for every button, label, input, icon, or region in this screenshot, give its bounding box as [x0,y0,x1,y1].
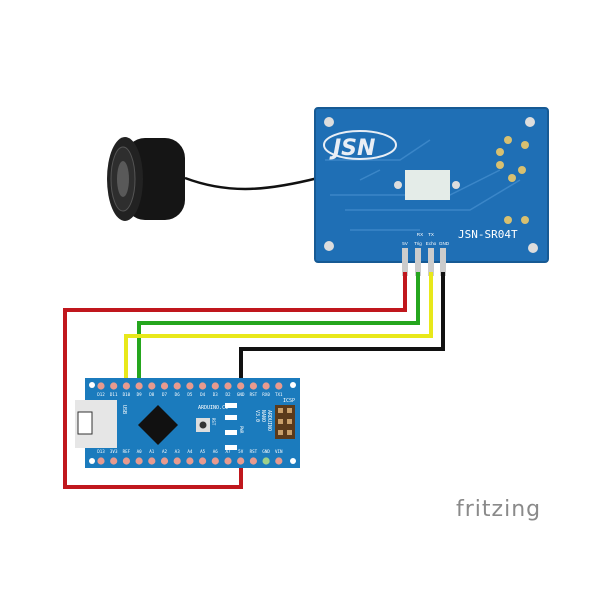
rx-label: RX [417,232,423,237]
pin-b-a1[interactable] [148,457,156,465]
pin-label: TX1 [275,392,283,397]
pin-label: D8 [149,392,155,397]
pin-label: A4 [187,449,193,454]
pin-label: D3 [213,392,219,397]
pin-b-d13[interactable] [97,457,105,465]
usb-label: USB [121,405,127,414]
pin-b-a5[interactable] [199,457,207,465]
pin-label: A3 [175,449,181,454]
pin-t-gnd[interactable] [237,382,245,390]
tx-label: TX [428,232,434,237]
pin-t-rst[interactable] [249,382,257,390]
pin-label: D7 [162,392,168,397]
pin-label: D12 [97,392,105,397]
pin-label: A5 [200,449,206,454]
pin-b-a0[interactable] [135,457,143,465]
pin-label: 3V3 [110,449,118,454]
pin-t-d6[interactable] [173,382,181,390]
ultrasonic-transducer [107,137,319,221]
pin-t-d7[interactable] [160,382,169,390]
pin-t-d11[interactable] [110,382,118,390]
pin-label: A2 [162,449,168,454]
pin-label: GND [262,449,270,454]
pin-b-a7[interactable] [224,457,232,465]
pin-b-ref[interactable] [122,457,130,465]
pin-label: D10 [123,392,131,397]
wire-5v[interactable] [63,272,407,489]
pin-b-a6[interactable] [211,457,219,465]
pin-label: RST [250,449,258,454]
pin-b-a2[interactable] [160,457,169,465]
pin-label: D2 [225,392,231,397]
pin-t-d4[interactable] [199,382,207,390]
wire-trig-d9[interactable] [137,272,420,387]
wire-gnd[interactable] [239,272,445,387]
pin-label: GND [237,392,245,397]
pin-label: D11 [110,392,118,397]
pin-b-a4[interactable] [186,457,194,465]
pin-t-tx1[interactable] [275,382,283,390]
wire-echo-d10[interactable] [124,272,433,387]
arduino-cc-label: ARDUINO.CC [198,405,228,411]
microcontroller-chip [138,405,178,445]
pin-label-5v: 5V [402,241,409,246]
pin-b-vin[interactable] [275,457,283,465]
pin-t-rx0[interactable] [262,382,270,390]
pin-label: RST [250,392,258,397]
icsp-label: ICSP [283,398,295,404]
pin-b-rst[interactable] [249,457,257,465]
jsn-sr04t-board: JSN JSN-SR04T RX TX 5V Trig Echo GND [314,107,549,276]
pin-label: VIN [275,449,283,454]
pin-label: A0 [137,449,143,454]
fritzing-watermark: fritzing [456,497,542,522]
pin-label: D13 [97,449,105,454]
pin-t-d5[interactable] [186,382,194,390]
pin-label-echo: Echo [426,241,437,246]
pin-label: D5 [187,392,193,397]
arduino-nano: ARDUINO.CC ICSP ARDUINO NANO V3.0 USB RS… [75,378,300,468]
pin-t-d8[interactable] [148,382,156,390]
sensor-brand-logo: JSN [329,136,375,161]
pin-b-5v[interactable] [237,457,245,465]
pin-label-gnd: GND [439,241,450,246]
wires [63,272,445,489]
pin-label: RX0 [262,392,270,397]
pin-b-3v3[interactable] [110,457,118,465]
sensor-model-label: JSN-SR04T [458,228,518,241]
pin-label: REF [123,449,131,454]
pin-t-d3[interactable] [211,382,219,390]
pin-label: D6 [175,392,181,397]
pin-b-gnd[interactable] [262,457,270,465]
pin-label: A6 [213,449,219,454]
pin-t-d9[interactable] [135,382,143,390]
pin-label: D9 [137,392,143,397]
pin-b-a3[interactable] [173,457,181,465]
rst-label: RST [211,418,216,426]
pin-t-d10[interactable] [122,382,130,390]
reset-button[interactable] [199,421,207,429]
pin-t-d12[interactable] [97,382,105,390]
pin-label: 5V [238,449,244,454]
pin-label: D4 [200,392,206,397]
pin-label: A7 [225,449,231,454]
pin-label-trig: Trig [414,241,422,246]
pin-label: A1 [149,449,155,454]
pin-t-d2[interactable] [224,382,232,390]
pwr-label: PWR [239,426,244,434]
board-name-label: ARDUINO NANO V3.0 [254,410,272,434]
